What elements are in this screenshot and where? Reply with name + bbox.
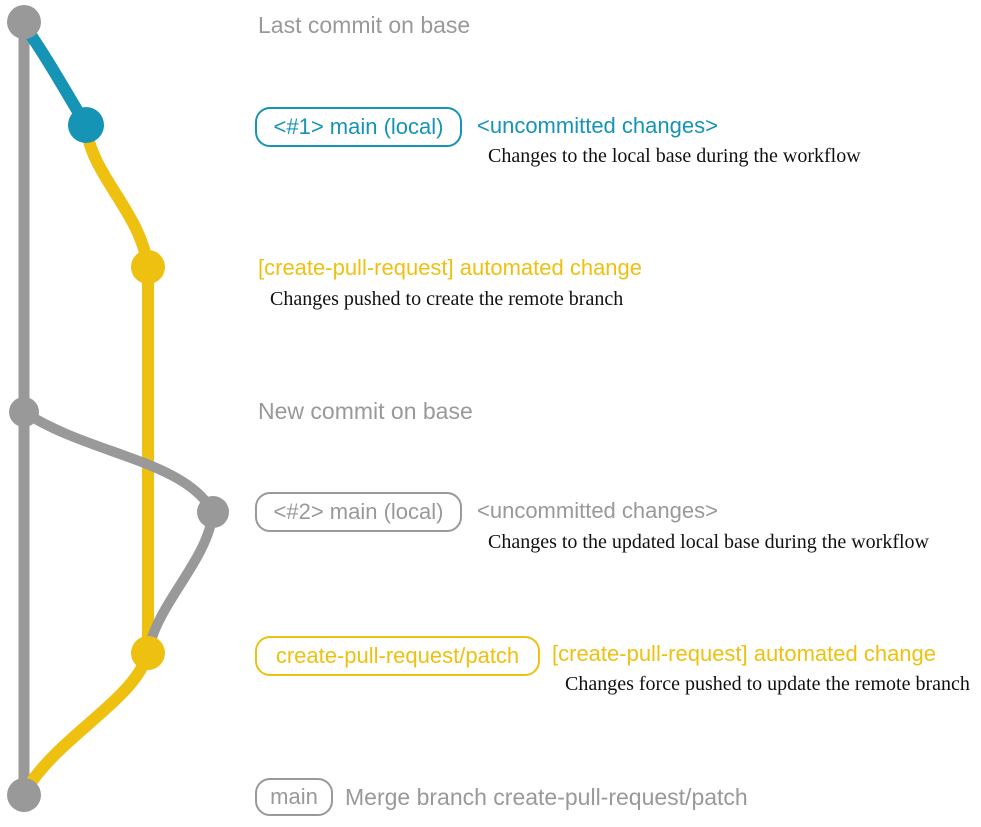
branch-badge-main-local-1-label: <#1> main (local) <box>273 114 444 139</box>
commit-dot-merge <box>7 778 41 812</box>
commit-dot-automated-change-1 <box>131 250 165 284</box>
merge-curve <box>20 651 154 794</box>
commit-dot-last-base <box>7 5 41 39</box>
branch-badge-main-local-1: <#1> main (local) <box>255 107 462 147</box>
commit-dot-automated-change-2 <box>131 636 165 670</box>
commit-graph <box>7 5 229 812</box>
rebase-curve-out <box>21 407 218 515</box>
new-commit-label: New commit on base <box>258 398 473 424</box>
commit-dot-main-local-2 <box>197 496 229 528</box>
automated-change-2-description: Changes force pushed to update the remot… <box>565 673 970 695</box>
merge-commit-message: Merge branch create-pull-request/patch <box>345 784 748 810</box>
uncommitted-changes-status-2: <uncommitted changes> <box>477 498 718 523</box>
commit-dot-new-base <box>9 397 39 427</box>
last-commit-label: Last commit on base <box>258 12 471 38</box>
branch-badge-patch: create-pull-request/patch <box>255 636 540 676</box>
rebase-curve-in <box>144 511 218 650</box>
automated-change-1-description: Changes pushed to create the remote bran… <box>270 288 624 310</box>
main-local-1-description: Changes to the local base during the wor… <box>488 145 861 167</box>
branch-badge-main-local-2: <#2> main (local) <box>255 492 462 532</box>
patch-branch-curve-top <box>80 124 154 269</box>
uncommitted-changes-status-1: <uncommitted changes> <box>477 113 718 138</box>
branch-badge-patch-label: create-pull-request/patch <box>275 643 520 668</box>
automated-change-1-title: [create-pull-request] automated change <box>258 255 643 280</box>
commit-dot-main-local-1 <box>68 107 104 143</box>
branch-badge-main-local-2-label: <#2> main (local) <box>273 499 444 524</box>
main-local-2-description: Changes to the updated local base during… <box>488 531 929 553</box>
branch-badge-main: main <box>255 778 333 816</box>
branch-badge-main-label: main <box>270 784 318 809</box>
automated-change-2-title: [create-pull-request] automated change <box>552 641 937 666</box>
